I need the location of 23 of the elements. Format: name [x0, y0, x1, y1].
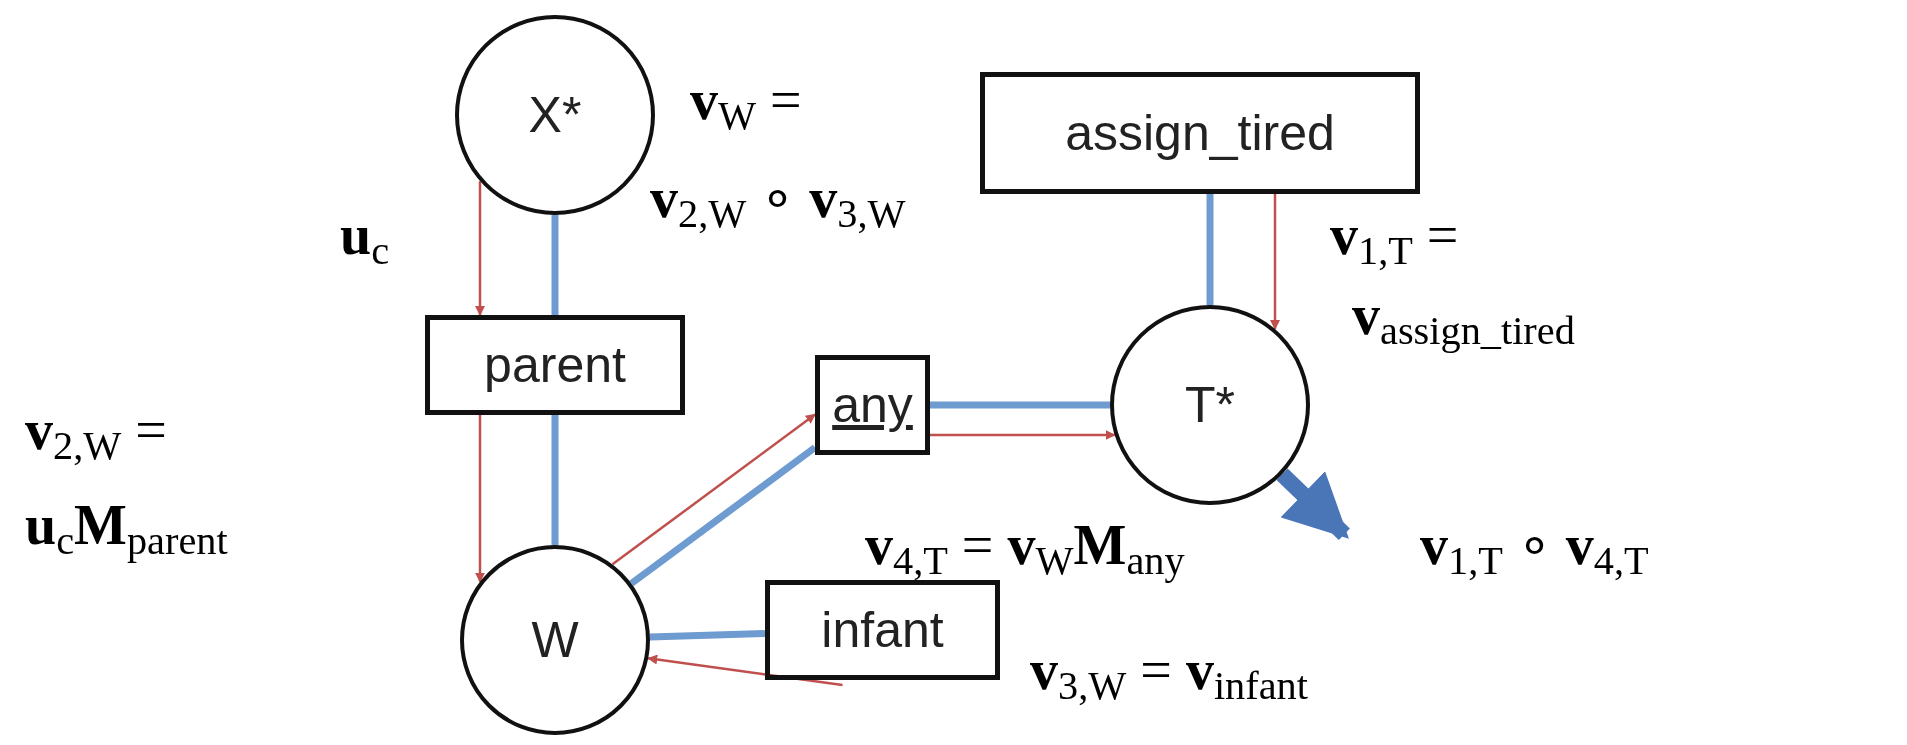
message-arrow: [930, 430, 1116, 440]
predicate-box: parent: [425, 315, 685, 415]
message-arrow: [1270, 194, 1280, 330]
result-formula: v$_{1,T}$ ∘ v$_{4,T}$: [1420, 515, 1649, 584]
factor-edge: [649, 630, 766, 641]
message-arrow: [475, 181, 485, 316]
equation-label: v$_{2,W}$ =: [25, 400, 167, 469]
message-arrow: [611, 413, 816, 566]
predicate-box: assign_tired: [980, 72, 1420, 194]
equation-label: u$_{c}$M$_{parent}$: [25, 495, 228, 564]
equation-label: v$_{assign_tired}$: [1352, 285, 1575, 354]
equation-label: v$_{W}$ =: [690, 70, 802, 139]
block-arrow: [1276, 468, 1350, 540]
message-arrow: [475, 415, 485, 583]
variable-circle: T*: [1110, 305, 1310, 505]
predicate-box: infant: [765, 580, 1000, 680]
factor-edge: [629, 444, 818, 587]
message-arrow: [647, 654, 843, 687]
equation-label: v$_{3,W}$ = v$_{infant}$: [1030, 640, 1308, 709]
variable-circle: W: [460, 545, 650, 735]
equation-label: u$_{c}$: [340, 205, 390, 274]
equation-label: v$_{1,T}$ =: [1330, 205, 1459, 274]
predicate-box: any: [815, 355, 930, 455]
